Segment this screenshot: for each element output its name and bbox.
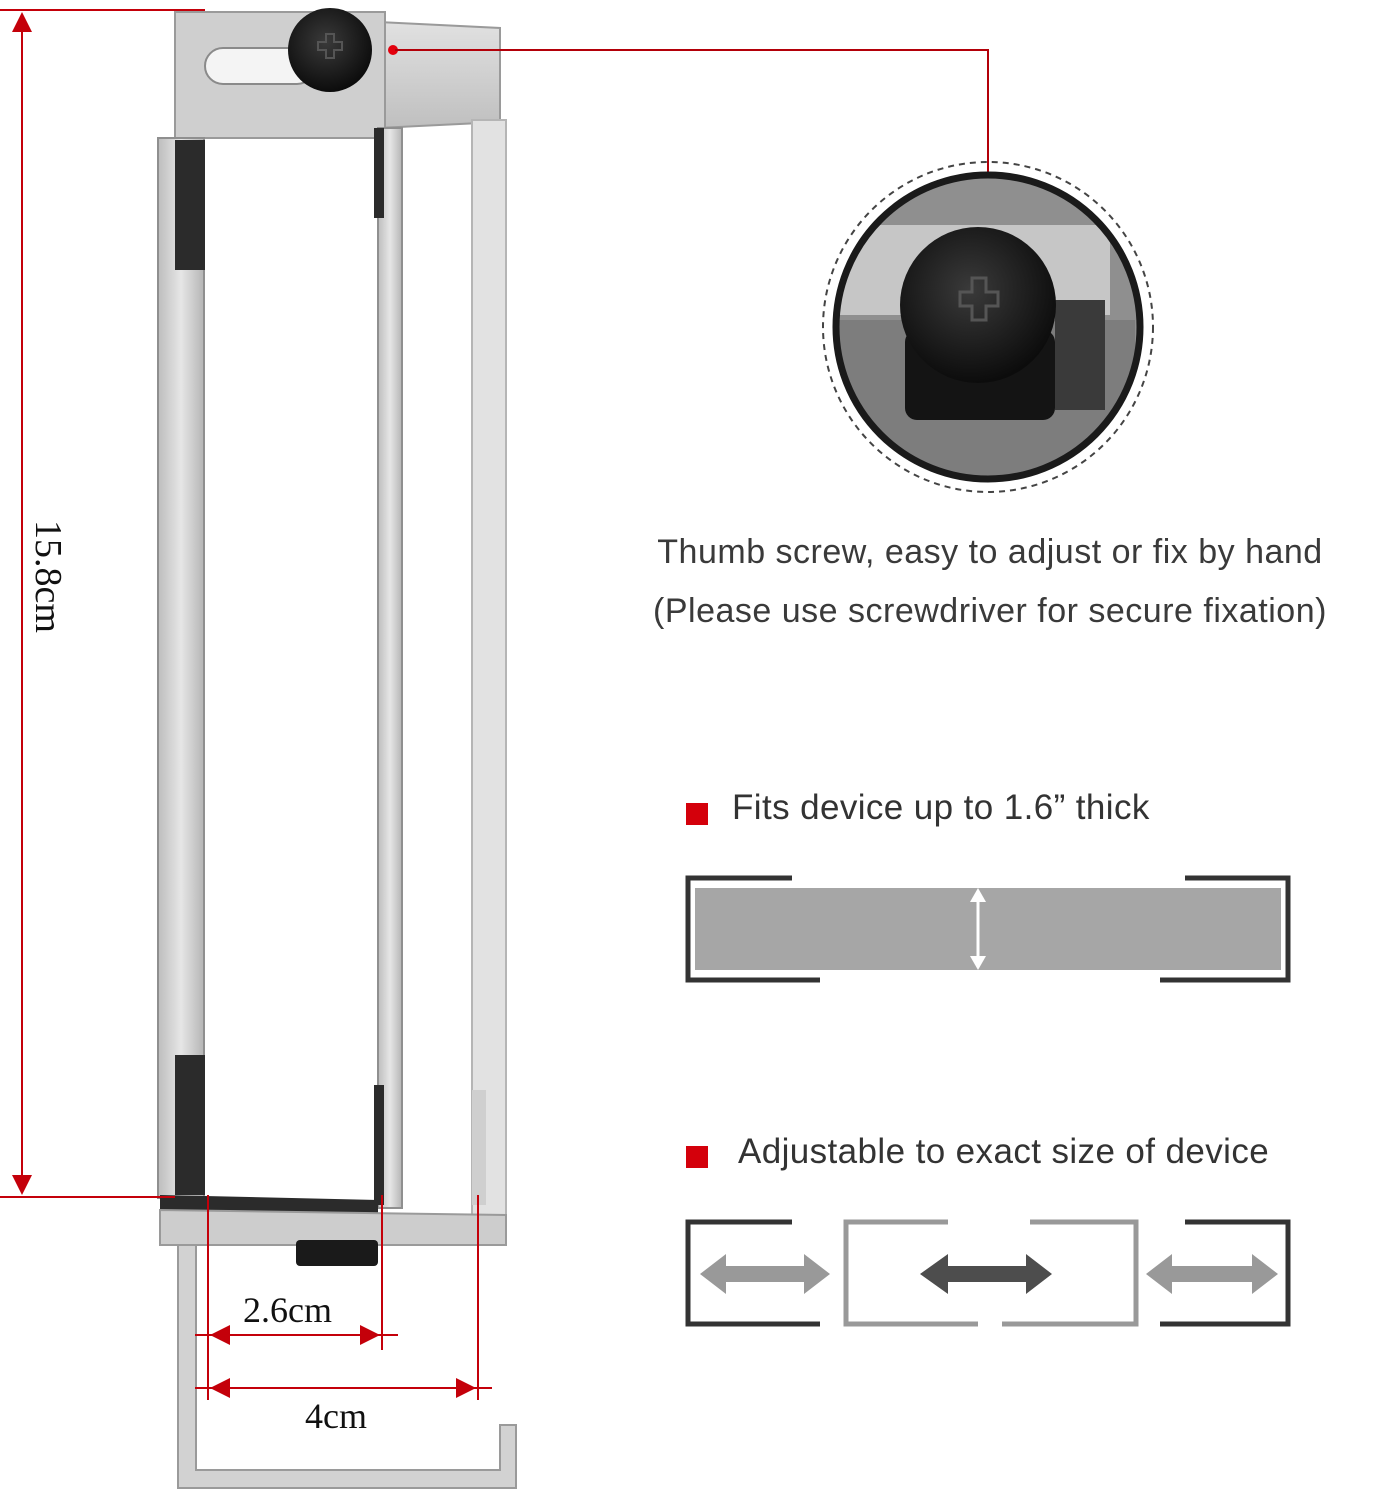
thickness-diagram [685, 875, 1291, 983]
double-arrow-icon [1146, 1254, 1278, 1294]
outer-width-label: 4cm [305, 1396, 367, 1436]
double-arrow-icon [920, 1254, 1052, 1294]
callout-leader [395, 49, 989, 172]
height-label: 15.8cm [27, 520, 69, 633]
callout-line-1: Thumb screw, easy to adjust or fix by ha… [657, 533, 1323, 571]
dimension-outer-width [195, 1195, 492, 1400]
dimension-inner-width [195, 1195, 398, 1400]
inner-width-label: 2.6cm [243, 1290, 332, 1330]
bracket-product [157, 8, 517, 1489]
double-arrow-icon [700, 1254, 830, 1294]
zoom-detail [822, 161, 1154, 493]
feature-bullet [686, 1146, 708, 1168]
dimension-height [0, 9, 205, 1198]
feature-bullet [686, 803, 708, 825]
thumb-screw-icon [288, 8, 372, 92]
feature-label: Adjustable to exact size of device [738, 1132, 1270, 1171]
feature-label: Fits device up to 1.6” thick [732, 788, 1150, 827]
adjust-diagram [685, 1219, 1291, 1327]
callout-line-2: (Please use screwdriver for secure fixat… [653, 592, 1327, 630]
double-arrow-icon [970, 888, 986, 970]
